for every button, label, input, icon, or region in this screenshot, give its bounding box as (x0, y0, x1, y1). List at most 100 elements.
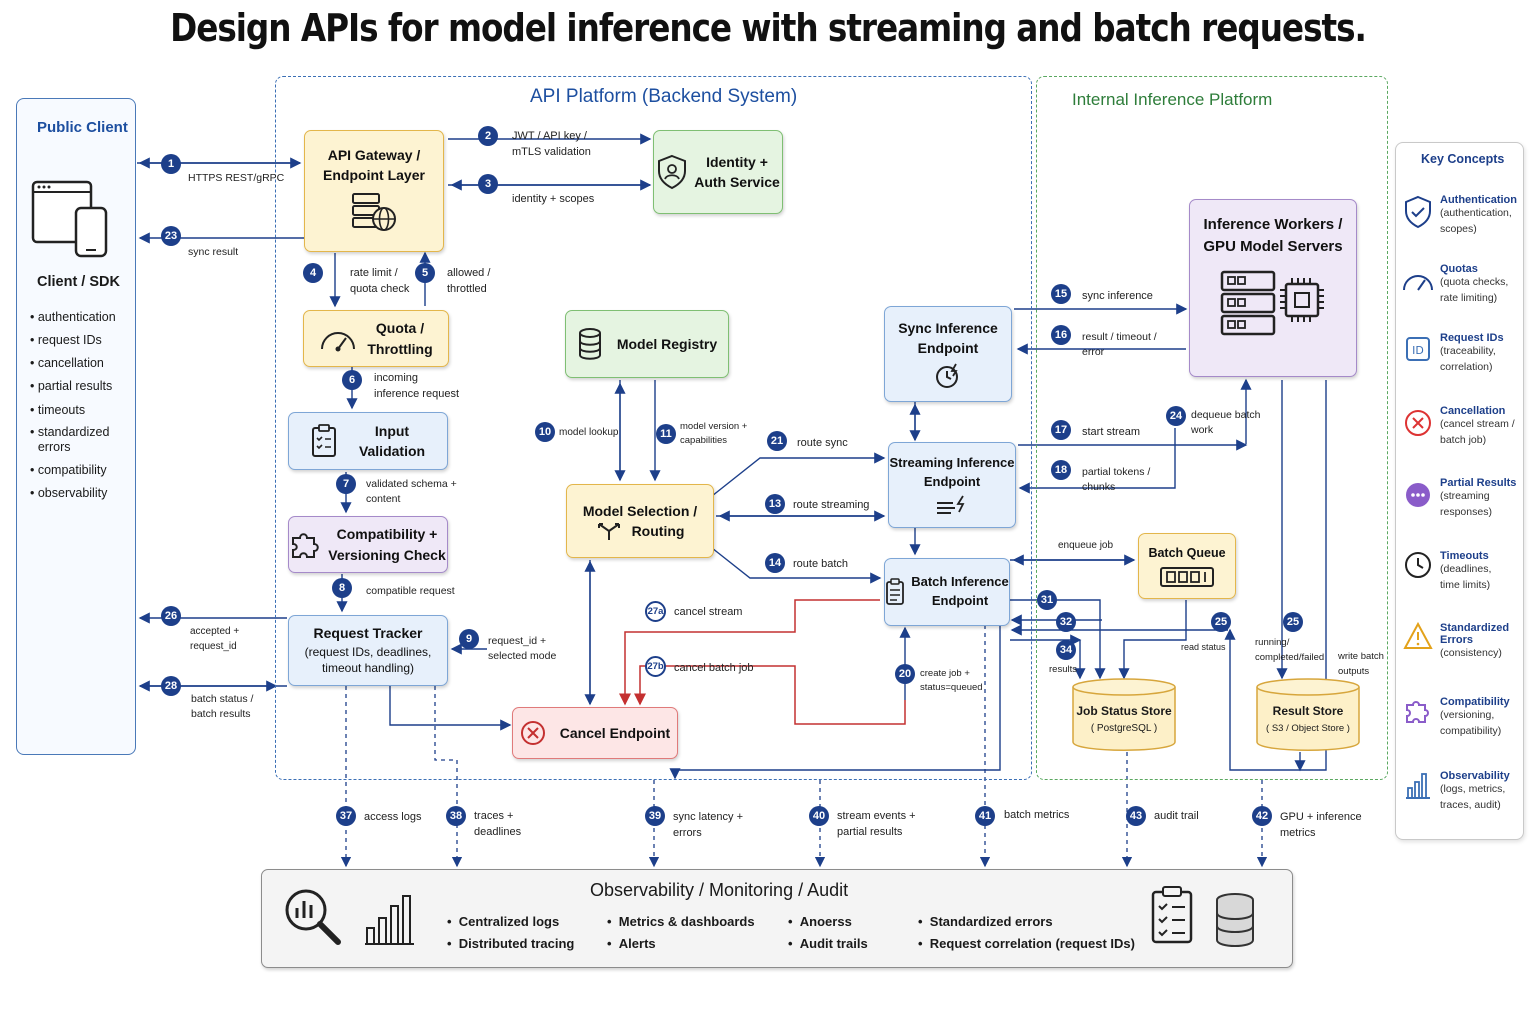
internal-inference-title: Internal Inference Platform (1072, 90, 1273, 109)
concept-item: Cancellation(cancel stream / batch job) (1440, 405, 1522, 449)
batch-label-2: Endpoint (931, 593, 989, 608)
concept-title: Request IDs (1440, 332, 1504, 344)
step-badge: 25 (1283, 612, 1303, 632)
step-label: route sync (797, 437, 848, 449)
gateway-label-2: Endpoint Layer (323, 167, 425, 184)
step-label: create job + status=queued (920, 668, 983, 693)
observability-col: • Anoerss • Audit trails (788, 914, 868, 952)
svg-text:ID: ID (1412, 344, 1424, 357)
stream-bolt-icon (937, 495, 965, 514)
client-features-list: • authentication • request IDs • cancell… (30, 306, 118, 505)
cancel-icon (1404, 409, 1432, 442)
inference-workers-box[interactable]: Inference Workers / GPU Model Servers (1189, 199, 1357, 377)
step-badge: 7 (336, 474, 356, 494)
concept-item: Quotas(quota checks, rate limiting) (1440, 263, 1522, 307)
api-platform-region (275, 76, 1032, 780)
concept-title: Observability (1440, 770, 1510, 782)
gauge-icon (321, 331, 356, 351)
obs-item: Audit trails (799, 936, 868, 952)
step-label: allowed / throttled (447, 267, 491, 295)
quota-throttling-box[interactable]: Quota /Throttling (303, 310, 449, 367)
model-routing-box[interactable]: Model Selection / Routing (566, 484, 714, 558)
streaming-endpoint-box[interactable]: Streaming Inference Endpoint (888, 442, 1016, 528)
quota-label-2: Throttling (367, 340, 433, 357)
server-globe-icon (352, 192, 396, 231)
model-registry-box[interactable]: Model Registry (565, 310, 729, 378)
step-label: cancel stream (674, 606, 743, 618)
step-badge: 16 (1051, 325, 1071, 345)
step-badge: 5 (415, 263, 435, 283)
step-badge: 21 (767, 431, 787, 451)
job-store-label: Job Status Store (1076, 704, 1172, 718)
client-feature: • partial results (30, 379, 113, 394)
cancel-icon (520, 721, 545, 745)
request-tracker-box[interactable]: Request Tracker (request IDs, deadlines,… (288, 615, 448, 686)
step-label: partial tokens / chunks (1082, 466, 1151, 494)
step-badge: 37 (336, 806, 356, 826)
obs-item: Distributed tracing (458, 936, 575, 952)
step-badge: 43 (1126, 806, 1146, 826)
workers-label-1: Inference Workers / (1203, 216, 1343, 233)
api-gateway-box[interactable]: API Gateway / Endpoint Layer (304, 130, 444, 252)
concept-title: Standardized Errors (1440, 622, 1510, 646)
step-badge: 27a (645, 601, 666, 622)
sync-label-2: Endpoint (917, 340, 979, 356)
cancel-endpoint-box[interactable]: Cancel Endpoint (512, 707, 678, 759)
api-platform-title: API Platform (Backend System) (530, 86, 798, 107)
compatibility-box[interactable]: Compatibility + Versioning Check (288, 516, 448, 573)
step-label: HTTPS REST/gRPC (188, 172, 285, 184)
obs-item: Centralized logs (458, 914, 560, 929)
batch-queue-label: Batch Queue (1148, 545, 1226, 560)
obs-item: Standardized errors (929, 914, 1053, 929)
step-badge: 3 (478, 174, 498, 194)
client-feature: • request IDs (30, 333, 102, 348)
public-client-title: Public Client (37, 119, 128, 136)
step-label: audit trail (1154, 810, 1199, 822)
input-validation-label-2: Validation (358, 443, 426, 459)
step-label: access logs (364, 811, 422, 823)
step-label: enqueue job (1058, 540, 1114, 551)
routing-row: Routing (596, 521, 684, 541)
step-badge: 11 (656, 424, 676, 444)
step-badge: 39 (645, 806, 665, 826)
job-status-store[interactable]: Job Status Store ( PostgreSQL ) (1071, 678, 1177, 752)
step-badge: 4 (303, 263, 323, 283)
clock-icon (1404, 551, 1432, 584)
result-store-sub: ( S3 / Object Store ) (1266, 723, 1350, 734)
model-registry-label: Model Registry (616, 335, 718, 352)
step-badge: 25 (1211, 612, 1231, 632)
identity-auth-box[interactable]: Identity +Auth Service (653, 130, 783, 214)
client-feature: • observability (30, 486, 108, 500)
gpu-server-icon (1220, 270, 1324, 335)
client-devices-icon (30, 178, 112, 265)
warning-icon (1403, 621, 1433, 655)
step-badge: 34 (1056, 640, 1076, 660)
sync-endpoint-box[interactable]: Sync Inference Endpoint (884, 306, 1012, 402)
step-badge: 42 (1252, 806, 1272, 826)
cylinder-shape (1072, 678, 1176, 751)
client-feature: • timeouts (30, 402, 86, 417)
concept-desc: (streaming responses) (1440, 490, 1492, 518)
compat-label-2: Versioning Check (328, 546, 446, 563)
concept-item: Timeouts(deadlines, time limits) (1440, 550, 1522, 594)
step-label: route streaming (793, 499, 870, 511)
clipboard-check-icon (311, 424, 336, 457)
batch-queue-box[interactable]: Batch Queue (1138, 533, 1236, 599)
puzzle-icon (292, 532, 319, 558)
shield-user-icon (658, 154, 687, 190)
audit-clipboard-icon (1150, 884, 1194, 951)
job-store-sub: ( PostgreSQL ) (1090, 723, 1158, 734)
compat-label-1: Compatibility + (336, 526, 438, 543)
step-badge: 1 (161, 154, 181, 174)
step-label: start stream (1082, 426, 1141, 438)
concept-item: Request IDs(traceability, correlation) (1440, 332, 1522, 376)
step-badge: 32 (1056, 612, 1076, 632)
step-label: results (1049, 664, 1077, 675)
concept-title: Authentication (1440, 194, 1517, 206)
step-badge: 40 (809, 806, 829, 826)
result-store[interactable]: Result Store ( S3 / Object Store ) (1255, 678, 1361, 752)
step-label: result / timeout / error (1082, 331, 1157, 359)
concept-desc: (logs, metrics, traces, audit) (1440, 783, 1506, 811)
